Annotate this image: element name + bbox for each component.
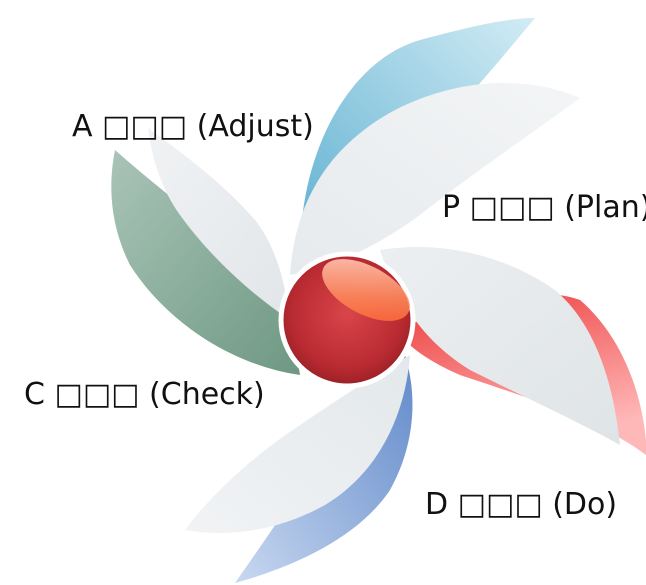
stage-label-do: D □□□ (Do) [425,487,618,522]
blade-pale-bottom [185,355,410,533]
stage-label-adjust: A □□□ (Adjust) [72,109,314,144]
hub-highlight [322,259,410,321]
blade-adjust-green [111,150,300,375]
blade-pale-top [290,82,580,276]
blade-pale-right [380,246,620,445]
stage-label-plan: P □□□ (Plan) [442,190,646,225]
blade-pale-left [148,128,290,320]
stage-label-check: C □□□ (Check) [24,377,265,412]
